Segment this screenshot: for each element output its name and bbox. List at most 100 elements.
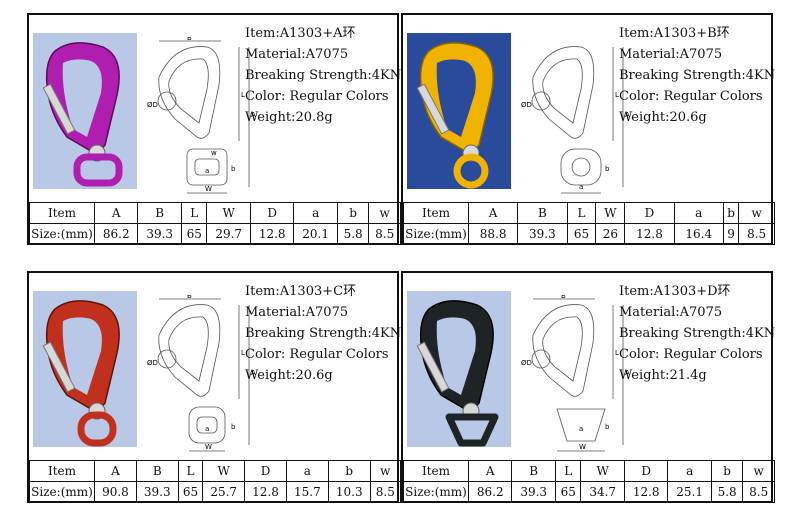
spec-item: Item:A1303+C环: [245, 284, 357, 299]
spec-weight: Weight:20.6g: [619, 110, 707, 125]
dim-label-d: ØD: [147, 359, 158, 367]
table-cell: 15.7: [285, 481, 329, 503]
table-cell: D: [249, 202, 295, 224]
table-cell: 88.8: [467, 223, 519, 245]
dim-label-w-upper: W: [205, 185, 212, 193]
table-cell: 86.2: [467, 481, 513, 503]
carabiner-photo: [33, 33, 137, 189]
dim-label-b-lower: b: [605, 165, 610, 173]
spec-list: Item:A1303+A环 Material:A7075 Breaking St…: [245, 23, 401, 128]
table-cell: 8.5: [368, 223, 401, 245]
spec-item: Item:A1303+D环: [619, 284, 731, 299]
table-cell: 29.7: [206, 223, 251, 245]
table-value-row: Size:(mm) 86.2 39.3 65 34.7 12.8 25.1 5.…: [403, 481, 775, 503]
dim-label-d: ØD: [147, 101, 158, 109]
dim-label-a-upper: A: [625, 369, 630, 377]
spec-color: Color: Regular Colors: [245, 347, 389, 362]
spec-material: Material:A7075: [619, 305, 723, 320]
product-card-c: B ØD L A a b W Item:A1303+C环 Material:A7…: [27, 271, 402, 503]
table-cell: 86.2: [93, 223, 139, 245]
technical-drawing: B ØD L A a b W: [147, 295, 256, 452]
table-cell: 20.1: [293, 223, 338, 245]
table-value-row: Size:(mm) 86.2 39.3 65 29.7 12.8 20.1 5.…: [29, 223, 401, 245]
table-cell: Item: [29, 202, 95, 224]
swivel-ring: [73, 153, 123, 187]
spec-strength: Breaking Strength:4KN: [619, 326, 776, 341]
spec-list: Item:A1303+C环 Material:A7075 Breaking St…: [245, 281, 401, 386]
dim-label-a-lower: a: [579, 425, 583, 433]
table-cell: 39.3: [137, 223, 182, 245]
gate: [416, 341, 450, 393]
table-cell: 34.7: [580, 481, 625, 503]
gate: [416, 83, 450, 135]
table-cell: 12.8: [244, 481, 287, 503]
spec-list: Item:A1303+B环 Material:A7075 Breaking St…: [619, 23, 775, 128]
table-cell: W: [580, 460, 625, 482]
dim-label-d: ØD: [521, 359, 532, 367]
table-cell: Item: [403, 202, 469, 224]
table-cell: Size:(mm): [403, 481, 469, 503]
table-value-row: Size:(mm) 90.8 39.3 65 25.7 12.8 15.7 10…: [29, 481, 402, 503]
spec-strength: Breaking Strength:4KN: [245, 68, 402, 83]
table-cell: 10.3: [327, 481, 371, 503]
table-cell: L: [177, 460, 204, 482]
table-cell: 25.1: [667, 481, 712, 503]
dim-label-a-lower: a: [205, 167, 209, 175]
spec-list: Item:A1303+D环 Material:A7075 Breaking St…: [619, 281, 775, 386]
table-cell: B: [511, 460, 556, 482]
table-cell: a: [673, 202, 724, 224]
dim-label-b-lower: b: [231, 423, 236, 431]
spec-strength: Breaking Strength:4KN: [619, 68, 776, 83]
spec-color: Color: Regular Colors: [619, 347, 763, 362]
table-cell: W: [206, 202, 251, 224]
spec-item: Item:A1303+B环: [619, 26, 730, 41]
table-cell: 9: [722, 223, 740, 245]
carabiner-photo: [33, 291, 137, 447]
table-value-row: Size:(mm) 88.8 39.3 65 26 12.8 16.4 9 8.…: [403, 223, 775, 245]
table-cell: 39.3: [517, 223, 568, 245]
table-cell: A: [467, 460, 513, 482]
table-cell: w: [742, 460, 775, 482]
swivel-ring: [453, 153, 489, 189]
table-cell: Item: [403, 460, 469, 482]
table-header-row: Item A B L W D a b w: [29, 460, 402, 482]
table-cell: 65: [554, 481, 582, 503]
table-cell: 39.3: [511, 481, 556, 503]
technical-drawing: B ØD L A a b W: [521, 295, 630, 452]
table-cell: 12.8: [249, 223, 295, 245]
table-cell: A: [94, 460, 137, 482]
spec-item: Item:A1303+A环: [245, 26, 356, 41]
technical-drawing: ØD L A a b: [521, 46, 630, 194]
dim-label-b: B: [187, 295, 192, 300]
table-cell: b: [336, 202, 370, 224]
table-cell: Item: [29, 460, 95, 482]
spec-weight: Weight:20.6g: [245, 368, 333, 383]
dim-label-l: L: [241, 349, 245, 357]
spec-weight: Weight:20.8g: [245, 110, 333, 125]
dim-label-w-lower: w: [211, 149, 217, 157]
table-cell: a: [285, 460, 329, 482]
table-cell: L: [566, 202, 597, 224]
table-cell: 12.8: [624, 223, 675, 245]
table-cell: B: [517, 202, 568, 224]
dim-label-a-upper: A: [625, 111, 630, 119]
table-cell: 65: [177, 481, 204, 503]
table-cell: w: [369, 460, 402, 482]
carabiner-photo: [407, 33, 511, 189]
table-cell: D: [624, 202, 675, 224]
table-cell: 8.5: [369, 481, 402, 503]
spec-weight: Weight:21.4g: [619, 368, 707, 383]
dim-label-a-upper: A: [251, 111, 256, 119]
swivel-ring: [445, 413, 499, 447]
table-header-row: Item A B L W D a b w: [403, 460, 775, 482]
table-cell: B: [135, 460, 179, 482]
dim-label-a-upper: A: [251, 369, 256, 377]
table-cell: a: [667, 460, 712, 482]
gate: [42, 83, 76, 135]
technical-drawing: B ØD L A a b W w: [147, 37, 256, 194]
table-cell: 5.8: [336, 223, 370, 245]
dim-label-l: L: [615, 91, 619, 99]
product-card-d: B ØD L A a b W Item:A1303+D环 Material:A7…: [401, 271, 775, 503]
dim-label-b-lower: b: [605, 423, 610, 431]
table-cell: w: [738, 202, 775, 224]
